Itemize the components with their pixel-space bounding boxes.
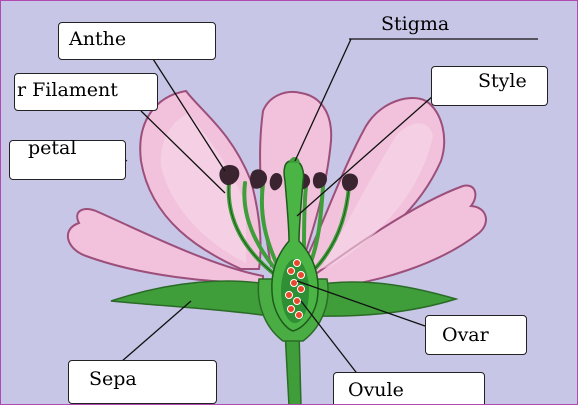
sepal-label: Sepa [89,370,137,389]
sepal-left [111,281,276,316]
filament-label: r Filament [17,81,118,100]
stigma-label: Stigma [381,13,449,35]
ovary-label: Ovar [442,326,489,345]
anther-label: Anthe [69,30,126,49]
sepal-leader [113,301,191,369]
petal-label-box: petal [9,140,126,180]
ovary-label-box: Ovar [425,315,527,355]
ovary-chamber [281,259,309,323]
petal-label: petal [28,139,76,158]
sepal-label-box: Sepa [68,360,217,404]
anther-label-box: Anthe [58,22,216,60]
style-label-box: Style [431,66,548,106]
ovule-label: Ovule [348,381,404,400]
style-label: Style [478,72,527,91]
ovule-label-box: Ovule [333,372,485,405]
filament-label-box: r Filament [14,73,158,111]
stem [285,331,301,405]
